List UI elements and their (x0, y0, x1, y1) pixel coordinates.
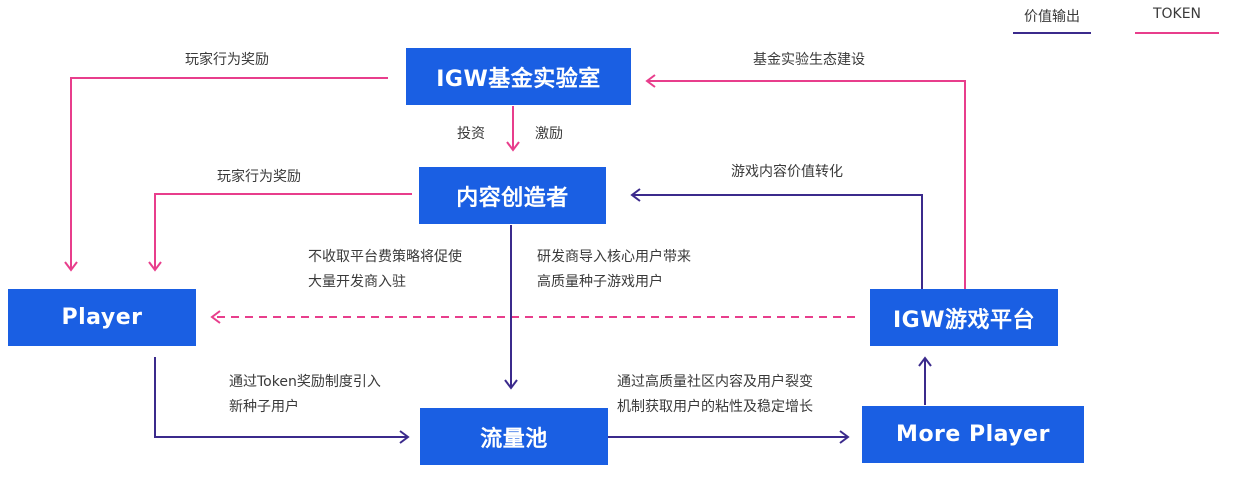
label-pool-to-more-player-line2: 机制获取用户的粘性及稳定增长 (617, 399, 813, 415)
legend-value-output-label: 价值输出 (1024, 9, 1080, 25)
label-invest: 投资 (457, 126, 485, 142)
token-line-lab-to-player (64, 77, 388, 272)
label-player-to-pool-line2: 新种子用户 (229, 399, 299, 415)
node-traffic-pool: 流量池 (420, 408, 608, 465)
node-igw-fund-lab: IGW基金实验室 (406, 48, 631, 105)
legend-token-label: TOKEN (1152, 6, 1202, 22)
label-creator-to-pool-left-line1: 不收取平台费策略将促使 (308, 249, 462, 265)
label-lab-to-player: 玩家行为奖励 (185, 52, 269, 68)
legend-token-line (1135, 32, 1219, 34)
label-creator-to-player: 玩家行为奖励 (217, 169, 301, 185)
node-player: Player (8, 289, 196, 346)
value-line-player-to-pool (154, 357, 410, 444)
label-platform-to-lab: 基金实验生态建设 (753, 52, 865, 68)
label-pool-to-more-player-line1: 通过高质量社区内容及用户裂变 (617, 374, 813, 390)
token-line-platform-to-lab (645, 74, 966, 289)
node-more-player: More Player (862, 406, 1084, 463)
node-content-creator: 内容创造者 (419, 167, 606, 224)
token-line-creator-to-player (148, 193, 412, 272)
label-incentive: 激励 (535, 126, 563, 142)
value-line-platform-to-creator (630, 188, 923, 289)
label-creator-to-pool-right-line2: 高质量种子游戏用户 (537, 274, 663, 290)
label-platform-to-creator: 游戏内容价值转化 (731, 164, 843, 180)
node-igw-game-platform: IGW游戏平台 (870, 289, 1058, 346)
legend-value-output-line (1013, 32, 1091, 34)
label-creator-to-pool-right-line1: 研发商导入核心用户带来 (537, 249, 691, 265)
label-creator-to-pool-left-line2: 大量开发商入驻 (308, 274, 406, 290)
label-player-to-pool-line1: 通过Token奖励制度引入 (229, 374, 381, 390)
